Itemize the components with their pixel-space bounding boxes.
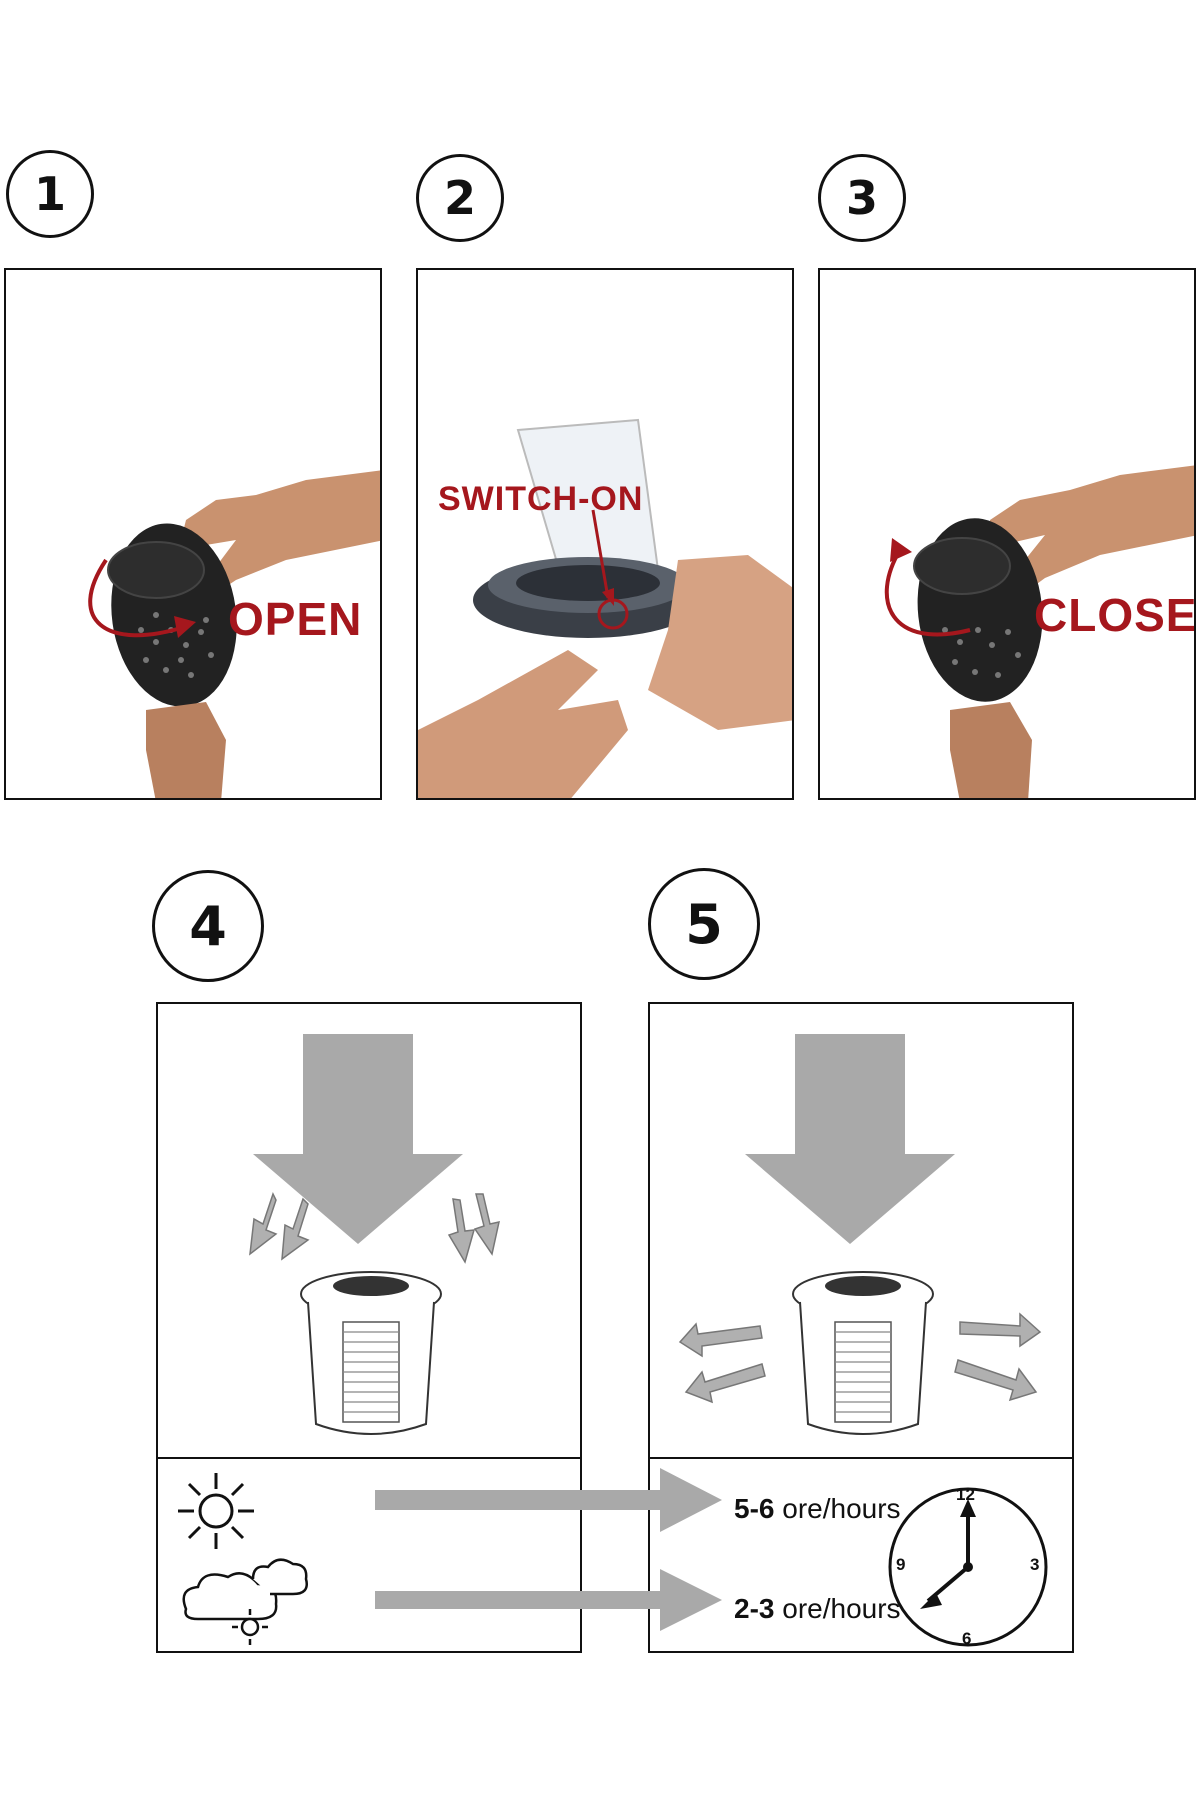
step-4-number: 4 [152,870,264,982]
step-5-number: 5 [648,868,760,980]
step-4-panel [156,1002,582,1460]
step-5-hours-panel: 12 3 6 9 5-6 ore/hours 2-3 ore/hours [648,1457,1074,1653]
step-3-panel: CLOSE [818,268,1196,800]
switch-on-label: SWITCH-ON [438,480,644,518]
step-4-weather-panel [156,1457,582,1653]
open-label: OPEN [228,593,363,645]
direct-sunlight-illustration [249,1034,500,1435]
clock-6: 6 [962,1629,972,1648]
close-label: CLOSE [1034,589,1196,641]
clock-icon [888,1487,1048,1647]
close-illustration [884,465,1194,798]
step-3-number: 3 [818,154,906,242]
cloudy-hours: 2-3 ore/hours [734,1593,901,1625]
clock-12: 12 [956,1485,975,1504]
indirect-sunlight-illustration [678,1034,1042,1435]
step-1-number: 1 [6,150,94,238]
sunny-hours: 5-6 ore/hours [734,1493,901,1525]
step-1-panel: OPEN [4,268,382,800]
switch-on-illustration [418,418,792,798]
clock-9: 9 [896,1555,906,1574]
sunny-hours-unit: ore/hours [774,1493,901,1524]
solar-lamp-icon [792,1271,934,1435]
step-2-number: 2 [416,154,504,242]
solar-lamp-icon [300,1271,442,1435]
sunny-hours-range: 5-6 [734,1493,775,1524]
step-2-panel: SWITCH-ON [416,268,794,800]
sun-icon [178,1473,254,1549]
cloudy-hours-range: 2-3 [734,1593,775,1624]
cloudy-hours-unit: ore/hours [774,1593,901,1624]
open-illustration [88,470,380,798]
clock-3: 3 [1030,1555,1040,1574]
cloud-sun-icon [182,1558,308,1645]
weather-icons [178,1473,308,1645]
step-5-panel [648,1002,1074,1460]
